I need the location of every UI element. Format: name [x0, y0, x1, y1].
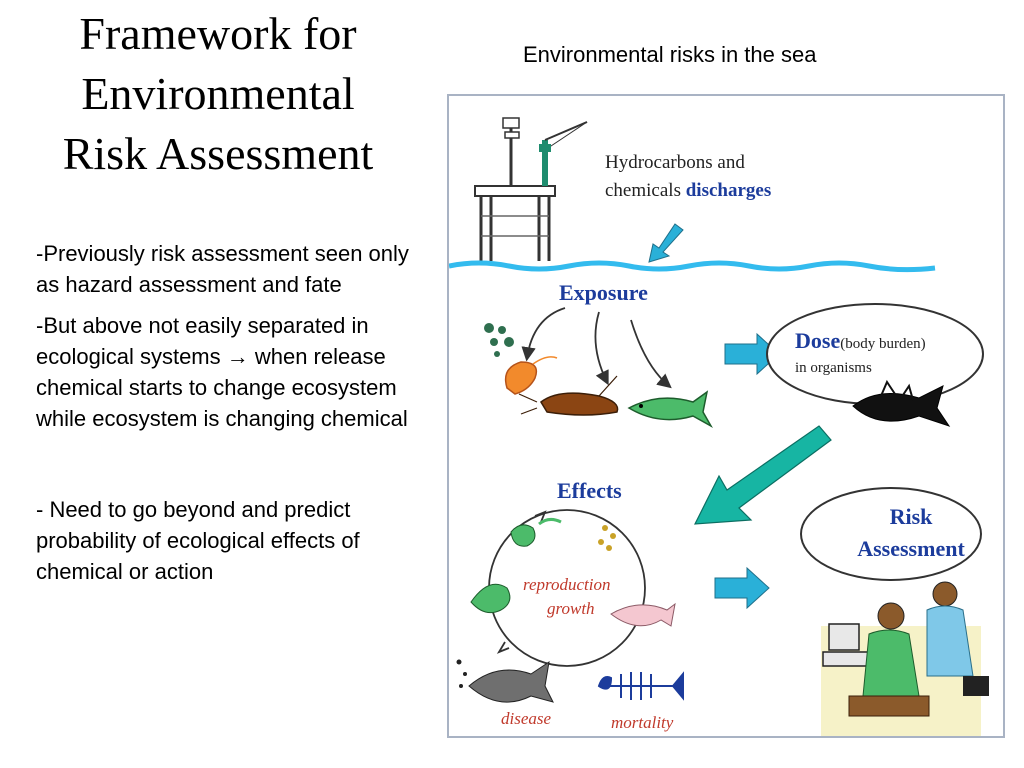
plankton-icon	[484, 323, 514, 357]
risk-line-1: Risk	[890, 504, 934, 529]
growth-label: growth	[547, 599, 595, 618]
exposure-to-dose-arrow	[724, 332, 780, 376]
sea-surface-line	[449, 260, 936, 273]
title-line-3: Risk Assessment	[62, 128, 374, 179]
discharge-line-2: chemicals discharges	[605, 180, 771, 201]
larva-icon	[470, 583, 511, 614]
discharge-arrow	[648, 223, 684, 263]
reproduction-label: reproduction	[523, 575, 611, 594]
risk-line-2: Assessment	[857, 536, 965, 561]
bullet-1: -Previously risk assessment seen only as…	[36, 241, 409, 297]
bullet-2: -But above not easily separated in ecolo…	[36, 313, 408, 431]
shrimp-icon	[504, 356, 558, 395]
risk-diagram: Hydrocarbons and chemicals discharges Ex…	[447, 94, 1005, 738]
risk-diagram-svg: Hydrocarbons and chemicals discharges Ex…	[449, 117, 989, 736]
dose-line-2: in organisms	[795, 360, 872, 376]
risk-assessment-ellipse	[800, 487, 982, 581]
flatfish-icon	[610, 602, 676, 627]
dose-ellipse	[766, 303, 984, 405]
oil-platform-icon	[474, 117, 588, 261]
mortality-label: mortality	[611, 713, 674, 732]
analysts-computer-icon	[821, 581, 989, 736]
fish-icon	[627, 390, 713, 428]
bullet-list: -Previously risk assessment seen only as…	[36, 238, 411, 587]
exposure-arrow-1	[521, 307, 566, 362]
figure-caption: Environmental risks in the sea	[523, 42, 817, 67]
effects-to-risk-arrow	[714, 566, 770, 610]
exposure-arrow-2	[594, 311, 609, 386]
discharge-line-1: Hydrocarbons and	[605, 152, 745, 173]
bullet-3: - Need to go beyond and predict probabil…	[36, 497, 360, 584]
title-line-1: Framework for	[79, 8, 357, 59]
slide-title: Framework for Environmental Risk Assessm…	[18, 4, 418, 184]
title-line-2: Environmental	[81, 68, 355, 119]
dose-label: Dose(body burden)	[795, 328, 926, 353]
disease-label: disease	[501, 709, 552, 728]
dose-to-effects-arrow	[693, 425, 832, 525]
fish-skeleton-icon	[597, 671, 684, 701]
egg-cluster-icon	[598, 525, 616, 551]
exposure-arrow-3	[630, 319, 672, 389]
diseased-fish-icon	[456, 659, 554, 703]
lobster-icon	[518, 375, 619, 416]
contaminated-fish-icon	[852, 379, 951, 427]
effects-label: Effects	[557, 478, 622, 503]
exposure-label: Exposure	[559, 280, 648, 305]
algae-icon	[510, 517, 562, 547]
